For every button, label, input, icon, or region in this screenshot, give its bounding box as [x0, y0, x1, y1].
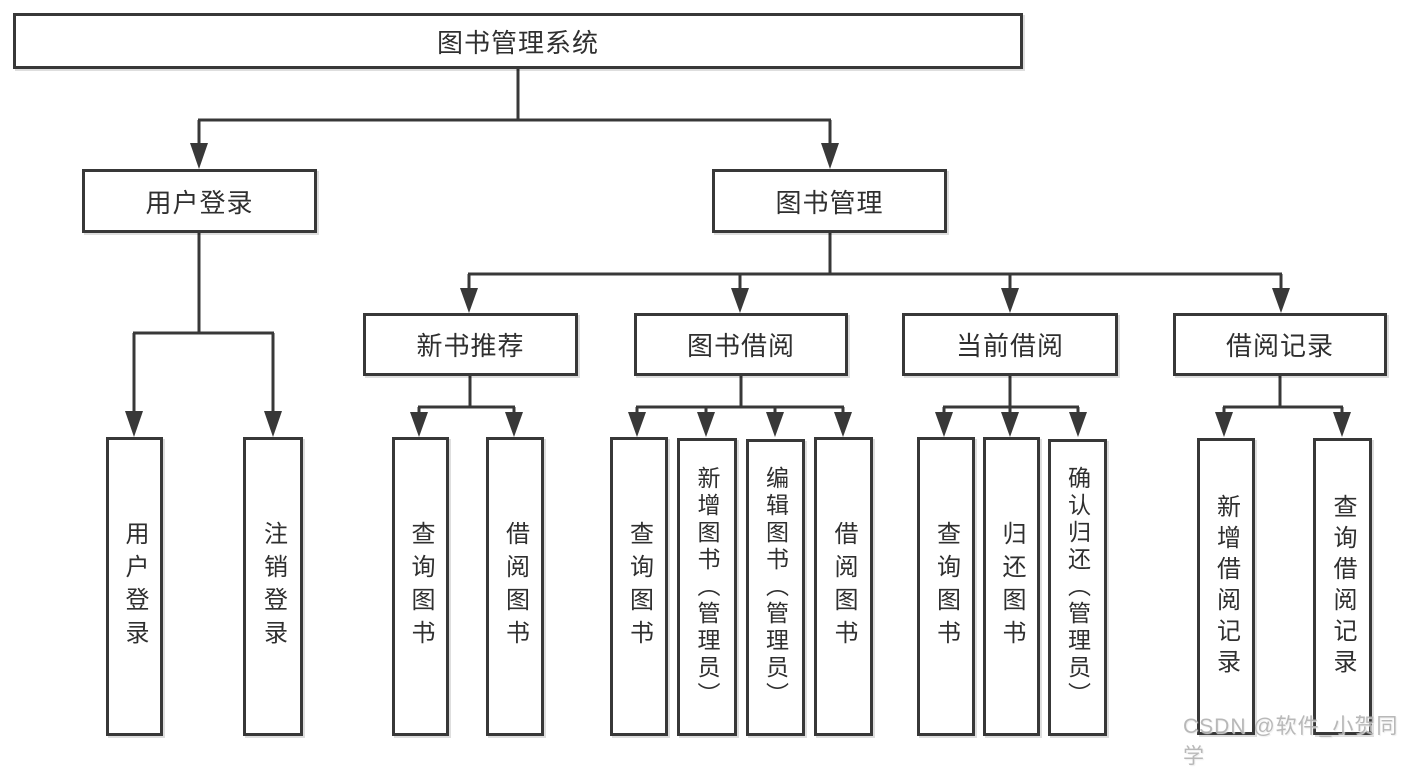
- node-root-label: 图书管理系统: [436, 27, 599, 58]
- watermark: CSDN @软件_小贺同学: [1183, 715, 1399, 768]
- leaf-query-books-borrowing: 查询图书: [610, 437, 668, 736]
- node-borrowing-records-label: 借阅记录: [1225, 331, 1334, 361]
- tree-connector-lines: [125, 69, 1351, 437]
- arrowheads: [125, 143, 1351, 437]
- leaf-query-books-borrowing-label: 查询图书: [625, 520, 653, 653]
- leaf-borrow-books-borrowing-label: 借阅图书: [830, 520, 857, 653]
- leaf-user-login: 用户登录: [106, 437, 163, 736]
- leaf-return-books: 归还图书: [983, 437, 1040, 736]
- leaf-add-book-admin: 新增图书（管理员）: [677, 438, 737, 736]
- leaf-query-books-current-label: 查询图书: [932, 520, 960, 653]
- leaf-edit-book-admin-label: 编辑图书（管理员）: [762, 466, 789, 709]
- leaf-user-login-label: 用户登录: [121, 520, 148, 653]
- leaf-borrow-books-recommend-label: 借阅图书: [501, 520, 529, 653]
- leaf-query-books-current: 查询图书: [917, 437, 975, 736]
- node-book-borrowing: 图书借阅: [634, 313, 848, 376]
- node-book-management: 图书管理: [712, 169, 947, 233]
- leaf-add-borrow-record-label: 新增借阅记录: [1212, 493, 1240, 680]
- library-system-structure-diagram: 图书管理系统 用户登录 图书管理 新书推荐 图书借阅 当前借阅 借阅记录 用户登…: [13, 13, 1397, 768]
- node-current-borrowing: 当前借阅: [902, 313, 1118, 376]
- leaf-logout-login: 注销登录: [243, 437, 303, 736]
- leaf-query-borrow-record: 查询借阅记录: [1313, 438, 1372, 735]
- leaf-borrow-books-borrowing: 借阅图书: [814, 437, 873, 736]
- leaf-confirm-return-admin-label: 确认归还（管理员）: [1064, 466, 1091, 709]
- leaf-confirm-return-admin: 确认归还（管理员）: [1048, 439, 1107, 736]
- leaf-query-books-recommend-label: 查询图书: [407, 520, 434, 653]
- leaf-add-borrow-record: 新增借阅记录: [1197, 438, 1255, 735]
- leaf-add-book-admin-label: 新增图书（管理员）: [694, 465, 720, 709]
- node-user-login: 用户登录: [82, 169, 317, 233]
- node-new-book-recommend-label: 新书推荐: [416, 331, 525, 361]
- node-borrowing-records: 借阅记录: [1173, 313, 1387, 376]
- node-user-login-label: 用户登录: [145, 187, 254, 218]
- node-new-book-recommend: 新书推荐: [363, 313, 578, 376]
- node-current-borrowing-label: 当前借阅: [955, 331, 1064, 361]
- node-book-borrowing-label: 图书借阅: [686, 331, 795, 361]
- leaf-logout-login-label: 注销登录: [259, 520, 287, 653]
- leaf-query-borrow-record-label: 查询借阅记录: [1329, 493, 1356, 680]
- leaf-query-books-recommend: 查询图书: [392, 437, 449, 736]
- leaf-borrow-books-recommend: 借阅图书: [486, 437, 544, 736]
- node-book-management-label: 图书管理: [775, 187, 884, 218]
- leaf-return-books-label: 归还图书: [998, 520, 1025, 653]
- leaf-edit-book-admin: 编辑图书（管理员）: [746, 439, 805, 736]
- node-root: 图书管理系统: [13, 13, 1023, 69]
